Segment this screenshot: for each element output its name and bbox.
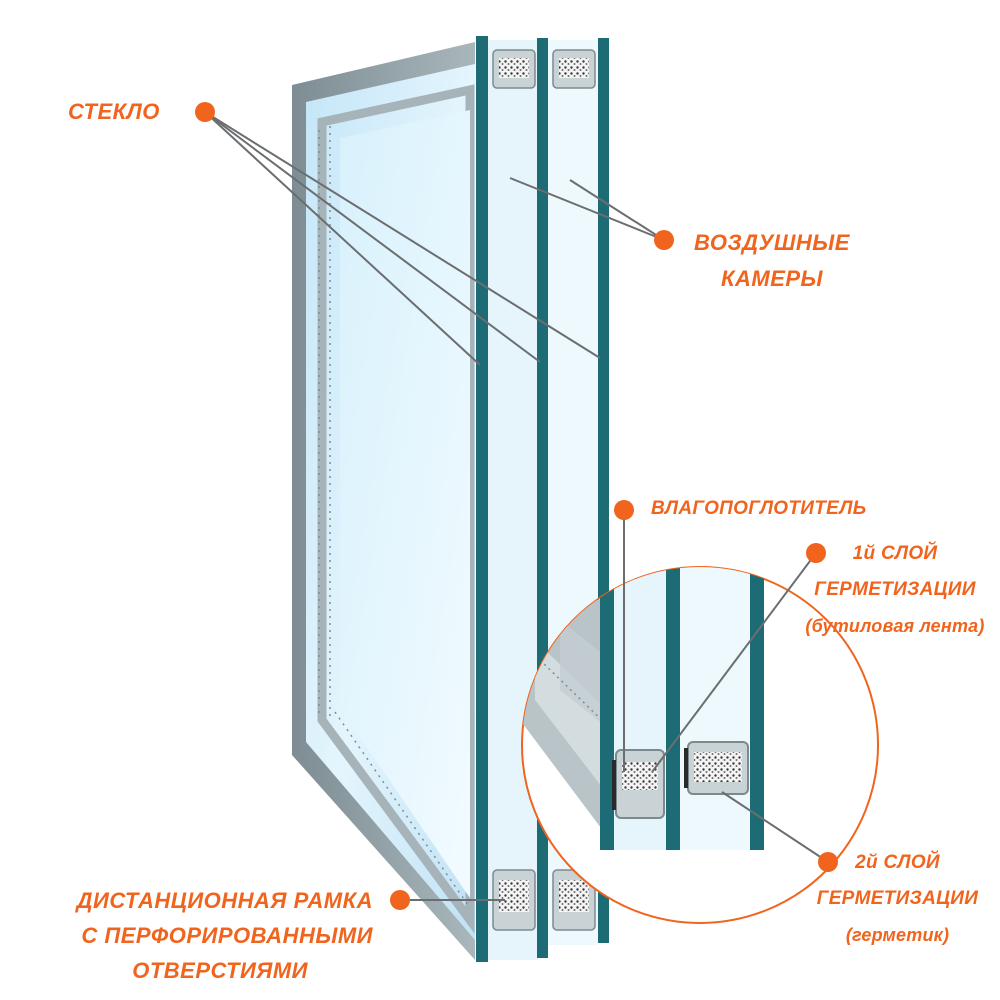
label-spacer-2: С ПЕРФОРИРОВАННЫМИ xyxy=(81,923,373,948)
glass-edge-3 xyxy=(598,38,609,943)
label-air-chambers-2: КАМЕРЫ xyxy=(720,266,824,291)
leader-lines xyxy=(204,111,829,901)
dot-seal-2 xyxy=(818,852,838,872)
dot-desiccant xyxy=(614,500,634,520)
label-air-chambers-1: ВОЗДУШНЫЕ xyxy=(694,230,850,255)
label-seal2-1: 2й СЛОЙ xyxy=(855,852,940,873)
label-seal1-2: ГЕРМЕТИЗАЦИИ xyxy=(814,579,976,600)
label-spacer-1: ДИСТАНЦИОННАЯ РАМКА xyxy=(76,888,373,913)
dot-glass xyxy=(195,102,215,122)
spacer-frame-outline xyxy=(317,84,475,934)
label-seal2-3: (герметик) xyxy=(845,925,950,945)
callout-dots xyxy=(195,102,838,910)
glass-edge-2 xyxy=(537,38,548,958)
dot-seal-1 xyxy=(806,543,826,563)
label-seal2-2: ГЕРМЕТИЗАЦИИ xyxy=(816,888,979,909)
inner-light-area xyxy=(340,110,470,898)
label-seal1-1: 1й СЛОЙ xyxy=(852,543,938,564)
dot-air-chambers xyxy=(654,230,674,250)
label-spacer-3: ОТВЕРСТИЯМИ xyxy=(132,958,308,983)
label-desiccant: ВЛАГОПОГЛОТИТЕЛЬ xyxy=(651,498,867,519)
air-chamber-1 xyxy=(488,40,538,960)
dot-spacer xyxy=(390,890,410,910)
glass-edge-1 xyxy=(476,36,488,962)
label-glass: СТЕКЛО xyxy=(68,99,160,124)
label-seal1-3: (бутиловая лента) xyxy=(805,616,985,636)
